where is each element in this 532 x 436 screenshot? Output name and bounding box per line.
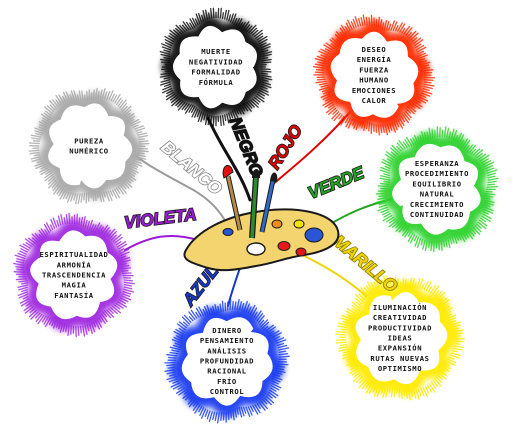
cloud-spikes	[335, 275, 465, 401]
cloud-spikes	[164, 298, 290, 424]
word-verde: CONTINUIDAD	[410, 210, 464, 219]
word-verde: EQUILIBRIO	[412, 179, 461, 188]
word-amarillo: ILUMINACIÓN	[373, 303, 427, 312]
word-amarillo: EXPANSIÓN	[378, 344, 422, 353]
word-rojo: CALOR	[362, 96, 387, 105]
word-blanco: PUREZA	[74, 136, 104, 145]
word-amarillo: OPTIMISMO	[378, 364, 422, 373]
paint-blob-orange	[271, 219, 283, 229]
word-verde: CRECIMIENTO	[410, 200, 464, 209]
word-rojo: FUERZA	[359, 65, 389, 74]
cloud-verde: ESPERANZAPROCEDIMIENTOEQUILIBRIONATURALC…	[375, 125, 499, 253]
connector-violeta	[124, 234, 199, 251]
brush-middle-icon	[249, 169, 261, 239]
word-rojo: HUMANO	[359, 76, 389, 85]
word-azul: RACIONAL	[207, 367, 246, 376]
word-amarillo: CREATIVIDAD	[373, 313, 427, 322]
word-azul: FRÍO	[217, 377, 237, 386]
brush-right-icon	[259, 172, 278, 233]
word-amarillo: IDEAS	[388, 334, 413, 343]
cloud-spikes	[375, 125, 499, 253]
word-verde: ESPERANZA	[415, 159, 459, 168]
connector-rojo	[271, 111, 351, 186]
word-violeta: TRASCENDENCIA	[42, 271, 106, 280]
word-rojo: DESEO	[362, 45, 387, 54]
paint-blob-blue-2	[222, 228, 234, 236]
cloud-blanco: PUREZA NUMÉRICO	[28, 87, 150, 205]
word-negro: NEGATIVIDAD	[189, 57, 243, 66]
word-azul: PENSAMIENTO	[200, 336, 254, 345]
word-amarillo: PRODUCTIVIDAD	[368, 323, 432, 332]
branch-label-rojo: ROJO	[265, 122, 307, 173]
cloud-spikes	[28, 87, 150, 205]
cloud-spikes	[312, 14, 436, 136]
word-negro: FORMALIDAD	[191, 68, 240, 77]
cloud-body	[30, 230, 118, 320]
word-violeta: ESPIRITUALIDAD	[40, 250, 109, 259]
cloud-body	[392, 143, 481, 235]
word-azul: DINERO	[212, 326, 242, 335]
word-violeta: MAGIA	[62, 281, 87, 290]
word-rojo: EMOCIONES	[352, 86, 396, 95]
word-amarillo: RUTAS NUEVAS	[370, 354, 429, 363]
brush-left-icon	[222, 164, 243, 231]
cloud-spikes	[13, 212, 135, 338]
word-negro: MUERTE	[201, 47, 231, 56]
word-negro: FÓRMULA	[199, 78, 234, 87]
paint-blob-yellow	[293, 219, 305, 229]
word-verde: PROCEDIMIENTO	[405, 169, 469, 178]
word-rojo: ENERGÍA	[357, 55, 392, 64]
connector-negro	[206, 116, 252, 202]
palette-group	[183, 164, 340, 272]
word-violeta: FANTASÍA	[54, 291, 93, 300]
cloud-body	[330, 31, 419, 118]
word-azul: CONTROL	[210, 387, 245, 396]
word-blanco: NUMÉRICO	[69, 147, 108, 156]
cloud-body	[172, 25, 257, 109]
paint-blob-red-2	[295, 247, 307, 257]
branch-label-verde: VERDE	[305, 163, 367, 203]
cloud-body	[355, 292, 448, 385]
palette-thumb-hole	[246, 242, 266, 256]
word-azul: ANÁLISIS	[207, 346, 246, 355]
cloud-body	[181, 317, 273, 406]
word-azul: PROFUNDIDAD	[200, 357, 254, 366]
word-violeta: ARMONÍA	[57, 260, 92, 269]
cloud-body	[48, 103, 133, 189]
cloud-spikes	[159, 7, 273, 127]
paint-blob-blue	[304, 227, 324, 243]
word-verde: NATURAL	[420, 190, 455, 199]
branch-label-violeta: VIOLETA	[123, 205, 197, 233]
paint-blob-red	[277, 241, 291, 251]
